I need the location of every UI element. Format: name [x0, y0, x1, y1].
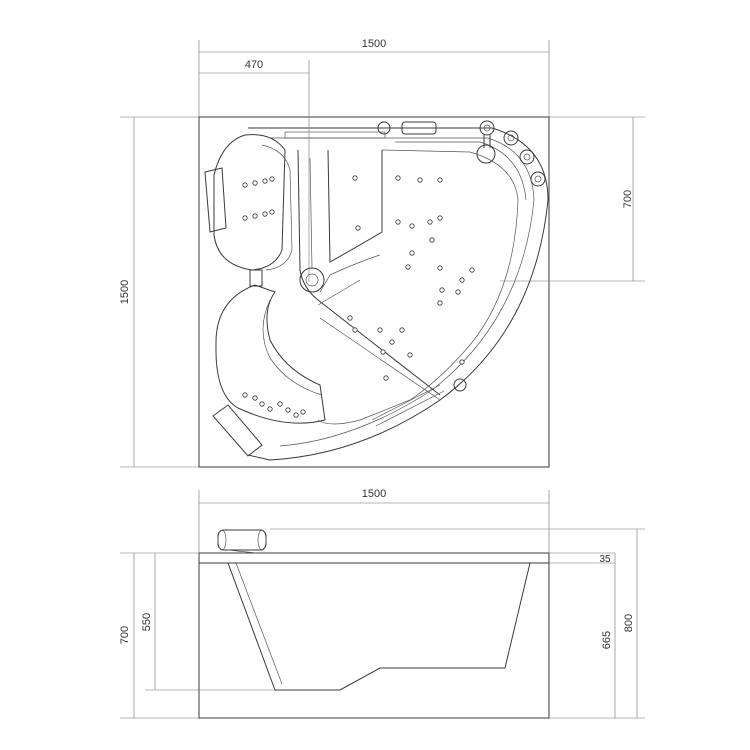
control-knob-1-inner	[507, 134, 515, 142]
control-knob-3	[530, 171, 546, 187]
jet-nozzle	[293, 412, 299, 418]
jet-nozzle	[300, 409, 306, 415]
jet-nozzle	[242, 392, 248, 398]
jet-nozzle	[269, 209, 275, 215]
dim-height-label: 700	[119, 626, 131, 644]
grab-bar-lower	[371, 384, 445, 427]
side-pillow-end	[217, 529, 227, 551]
jet-nozzle	[469, 267, 475, 273]
lower-seat	[215, 284, 326, 424]
jet-nozzle	[437, 300, 443, 306]
dim-offset-label: 470	[245, 59, 263, 71]
jet-nozzle	[427, 219, 433, 225]
jet-nozzle	[355, 225, 361, 231]
jet-nozzle	[437, 215, 443, 221]
jet-nozzle	[252, 395, 258, 401]
control-knob-2-inner	[523, 153, 531, 161]
side-jet-panel	[249, 269, 263, 287]
jet-nozzle	[252, 180, 258, 186]
side-inner-profile-2	[235, 562, 283, 685]
inner-basin	[317, 149, 519, 425]
jet-nozzle	[262, 178, 268, 184]
divider-channel	[317, 279, 441, 401]
dim-total-height-label: 800	[623, 614, 635, 632]
side-pillow-base	[227, 549, 257, 554]
jet-nozzle	[459, 277, 465, 283]
dim-side-width-label: 1500	[362, 488, 386, 500]
jet-nozzle	[407, 352, 413, 358]
spout	[476, 144, 496, 164]
jet-nozzle	[395, 219, 401, 225]
jet-nozzle	[389, 339, 395, 345]
jet-nozzle	[417, 177, 423, 183]
control-knob-1	[503, 130, 519, 146]
center-divider-ridge	[309, 157, 381, 293]
jet-nozzle	[455, 289, 461, 295]
side-pillow-end-2	[257, 529, 267, 551]
jet-nozzle	[429, 237, 435, 243]
drain-outer	[299, 267, 325, 293]
grab-bar-top	[284, 131, 386, 139]
jet-nozzle	[409, 250, 415, 256]
overflow-lower	[453, 378, 467, 392]
headrest-upper	[204, 167, 227, 233]
jet-nozzle	[395, 175, 401, 181]
jet-nozzle	[269, 176, 275, 182]
side-view: 1500 35 800 665 700 550	[119, 488, 645, 719]
tub-rim-inner	[270, 137, 535, 447]
jet-nozzle	[259, 401, 265, 407]
jet-nozzle	[352, 327, 358, 333]
control-knob-3-inner	[534, 175, 542, 183]
jet-nozzle	[437, 177, 443, 183]
inner-basin-edge	[395, 141, 527, 201]
jet-nozzle	[399, 327, 405, 333]
jet-nozzle	[405, 264, 411, 270]
control-knob-2	[519, 149, 535, 165]
jet-nozzle	[347, 315, 353, 321]
dim-top-width-label: 1500	[362, 38, 386, 50]
side-rim	[198, 552, 550, 564]
jet-nozzle	[267, 406, 273, 412]
jet-nozzle	[242, 182, 248, 188]
dim-side-depth-label: 700	[622, 190, 634, 208]
jet-nozzle	[437, 265, 443, 271]
dim-depth-label: 1500	[119, 280, 131, 304]
upper-seat-inner	[261, 144, 293, 271]
jet-nozzle	[377, 327, 383, 333]
tub-outer-rim	[247, 127, 549, 461]
jets	[242, 175, 475, 418]
jet-nozzle	[459, 359, 465, 365]
top-pillow	[401, 121, 437, 135]
jet-nozzle	[242, 215, 248, 221]
jet-nozzle	[285, 407, 291, 413]
drain-inner	[305, 273, 319, 287]
jet-nozzle	[352, 175, 358, 181]
jet-nozzle	[252, 213, 258, 219]
jet-nozzle	[380, 349, 386, 355]
jet-nozzle	[277, 401, 283, 407]
top-view: 1500 470 1500 700	[119, 38, 645, 468]
dim-inner-depth-label: 550	[141, 613, 153, 631]
faucet-base-inner	[483, 124, 491, 132]
jet-nozzle	[262, 211, 268, 217]
overflow-top	[377, 121, 391, 135]
center-divider	[297, 149, 441, 396]
top-view-outline	[198, 116, 550, 468]
headrest-lower	[212, 404, 263, 457]
dim-water-level-label: 665	[601, 631, 613, 649]
jet-nozzle	[439, 287, 445, 293]
side-inner-profile	[227, 562, 531, 691]
faucet-base	[479, 120, 495, 136]
jet-nozzle	[383, 375, 389, 381]
side-body	[198, 563, 550, 719]
dim-rim-label: 35	[599, 554, 611, 565]
jet-nozzle	[409, 223, 415, 229]
lower-seat-inner	[262, 299, 323, 396]
